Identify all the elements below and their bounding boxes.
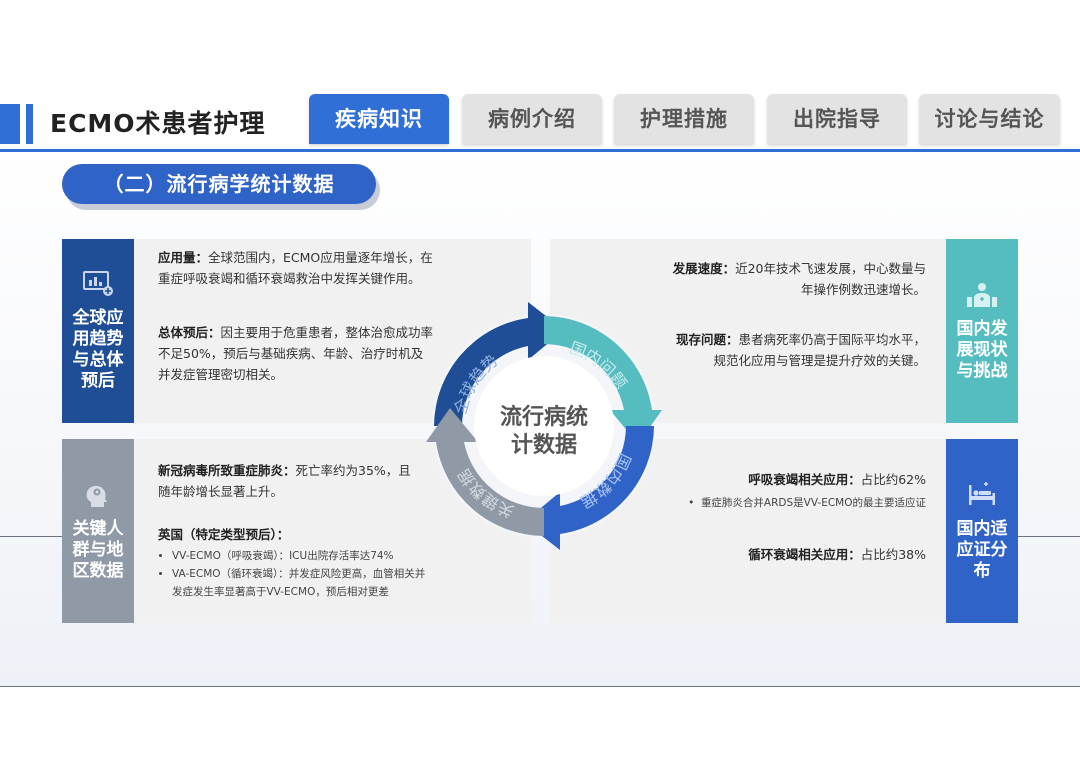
- heading-uk-prognosis: 英国（特定类型预后）：: [158, 527, 290, 542]
- list-item: VV-ECMO（呼吸衰竭）：ICU出院存活率达74%: [172, 547, 428, 565]
- body-application-volume: 全球范围内，ECMO应用量逐年增长，在重症呼吸衰竭和循环衰竭救治中发挥关键作用。: [158, 250, 433, 286]
- heading-application-volume: 应用量：: [158, 250, 209, 265]
- page-title: ECMO术患者护理: [50, 109, 266, 138]
- side-label-global-trend: 全球应用趋势与总体预后: [72, 308, 124, 391]
- cycle-diagram: 流行病统 计数据 全球趋势 国内问题 国内数据 关键数据: [426, 302, 662, 550]
- side-block-key-population: 关键人群与地区数据: [62, 439, 134, 623]
- heading-covid-pneumonia: 新冠病毒所致重症肺炎：: [158, 463, 296, 478]
- header-accent-bar: [0, 104, 20, 144]
- heading-circulatory-share: 循环衰竭相关应用：: [748, 547, 861, 562]
- heading-respiratory-share: 呼吸衰竭相关应用：: [748, 472, 861, 487]
- frame-line-right: [1018, 536, 1080, 537]
- side-block-domestic-status: 国内发展现状与挑战: [946, 239, 1018, 423]
- header-accent-stripe: [26, 104, 33, 144]
- hospital-staff-icon: [967, 282, 997, 307]
- tab-discussion-conclusion[interactable]: 讨论与结论: [919, 94, 1060, 144]
- cycle-arrow-key-data: [426, 408, 544, 536]
- side-label-domestic-indication: 国内适应证分布: [956, 518, 1008, 581]
- body-existing-problems: 患者病死率仍高于国际平均水平，规范化应用与管理是提升疗效的关键。: [713, 332, 926, 368]
- text-covid-pneumonia: 新冠病毒所致重症肺炎：死亡率约为35%，且随年龄增长显著上升。: [158, 460, 420, 502]
- side-label-domestic-status: 国内发展现状与挑战: [956, 318, 1008, 381]
- cycle-arrow-global: [434, 302, 564, 426]
- text-circulatory-share: 循环衰竭相关应用：占比约38%: [650, 544, 926, 565]
- cycle-arrow-domestic-data: [524, 426, 654, 550]
- chart-monitor-icon: [83, 271, 113, 296]
- body-development-speed: 近20年技术飞速发展，中心数量与年操作例数迅速增长。: [735, 261, 926, 297]
- head-gear-icon: [86, 485, 107, 507]
- text-development-speed: 发展速度：近20年技术飞速发展，中心数量与年操作例数迅速增长。: [668, 258, 926, 300]
- body-circulatory-share: 占比约38%: [860, 547, 926, 562]
- side-label-key-population: 关键人群与地区数据: [72, 518, 124, 581]
- tab-discharge-guidance[interactable]: 出院指导: [767, 94, 907, 144]
- tab-nursing-measures[interactable]: 护理措施: [614, 94, 754, 144]
- text-respiratory-share: 呼吸衰竭相关应用：占比约62%: [650, 469, 926, 490]
- body-ards-note: 重症肺炎合并ARDS是VV-ECMO的最主要适应证: [700, 497, 926, 509]
- cycle-center-line2: 计数据: [511, 432, 577, 458]
- heading-development-speed: 发展速度：: [672, 261, 736, 276]
- uk-prognosis-list: VV-ECMO（呼吸衰竭）：ICU出院存活率达74% VA-ECMO（循环衰竭）…: [158, 547, 428, 601]
- text-overall-prognosis: 总体预后：因主要用于危重患者，整体治愈成功率不足50%，预后与基础疾病、年龄、治…: [158, 322, 434, 385]
- header-divider: [0, 149, 1080, 152]
- frame-line-bottom: [0, 686, 1080, 687]
- frame-line-left: [0, 536, 62, 537]
- text-application-volume: 应用量：全球范围内，ECMO应用量逐年增长，在重症呼吸衰竭和循环衰竭救治中发挥关…: [158, 247, 438, 289]
- cycle-arrow-domestic-problem: [544, 316, 662, 444]
- bullet-dot: •: [688, 497, 701, 509]
- tab-case-introduction[interactable]: 病例介绍: [462, 94, 602, 144]
- text-uk-prognosis: 英国（特定类型预后）： VV-ECMO（呼吸衰竭）：ICU出院存活率达74% V…: [158, 524, 428, 601]
- heading-existing-problems: 现存问题：: [675, 332, 739, 347]
- list-item: VA-ECMO（循环衰竭）：并发症风险更高，血管相关并发症发生率显著高于VV-E…: [172, 565, 428, 601]
- side-block-global-trend: 全球应用趋势与总体预后: [62, 239, 134, 423]
- text-ards-note: • 重症肺炎合并ARDS是VV-ECMO的最主要适应证: [640, 494, 926, 512]
- section-title: （二）流行病学统计数据: [62, 164, 376, 204]
- body-respiratory-share: 占比约62%: [860, 472, 926, 487]
- cycle-center-line1: 流行病统: [500, 404, 588, 430]
- hospital-bed-icon: [969, 481, 995, 505]
- tab-disease-knowledge[interactable]: 疾病知识: [309, 94, 449, 144]
- body-covid-pneumonia: 死亡率约为35%，且随年龄增长显著上升。: [158, 463, 411, 499]
- side-block-domestic-indication: 国内适应证分布: [946, 439, 1018, 623]
- cycle-center: [474, 356, 614, 496]
- heading-overall-prognosis: 总体预后：: [158, 325, 221, 340]
- body-overall-prognosis: 因主要用于危重患者，整体治愈成功率不足50%，预后与基础疾病、年龄、治疗时机及并…: [158, 325, 434, 382]
- text-existing-problems: 现存问题：患者病死率仍高于国际平均水平，规范化应用与管理是提升疗效的关键。: [666, 329, 926, 371]
